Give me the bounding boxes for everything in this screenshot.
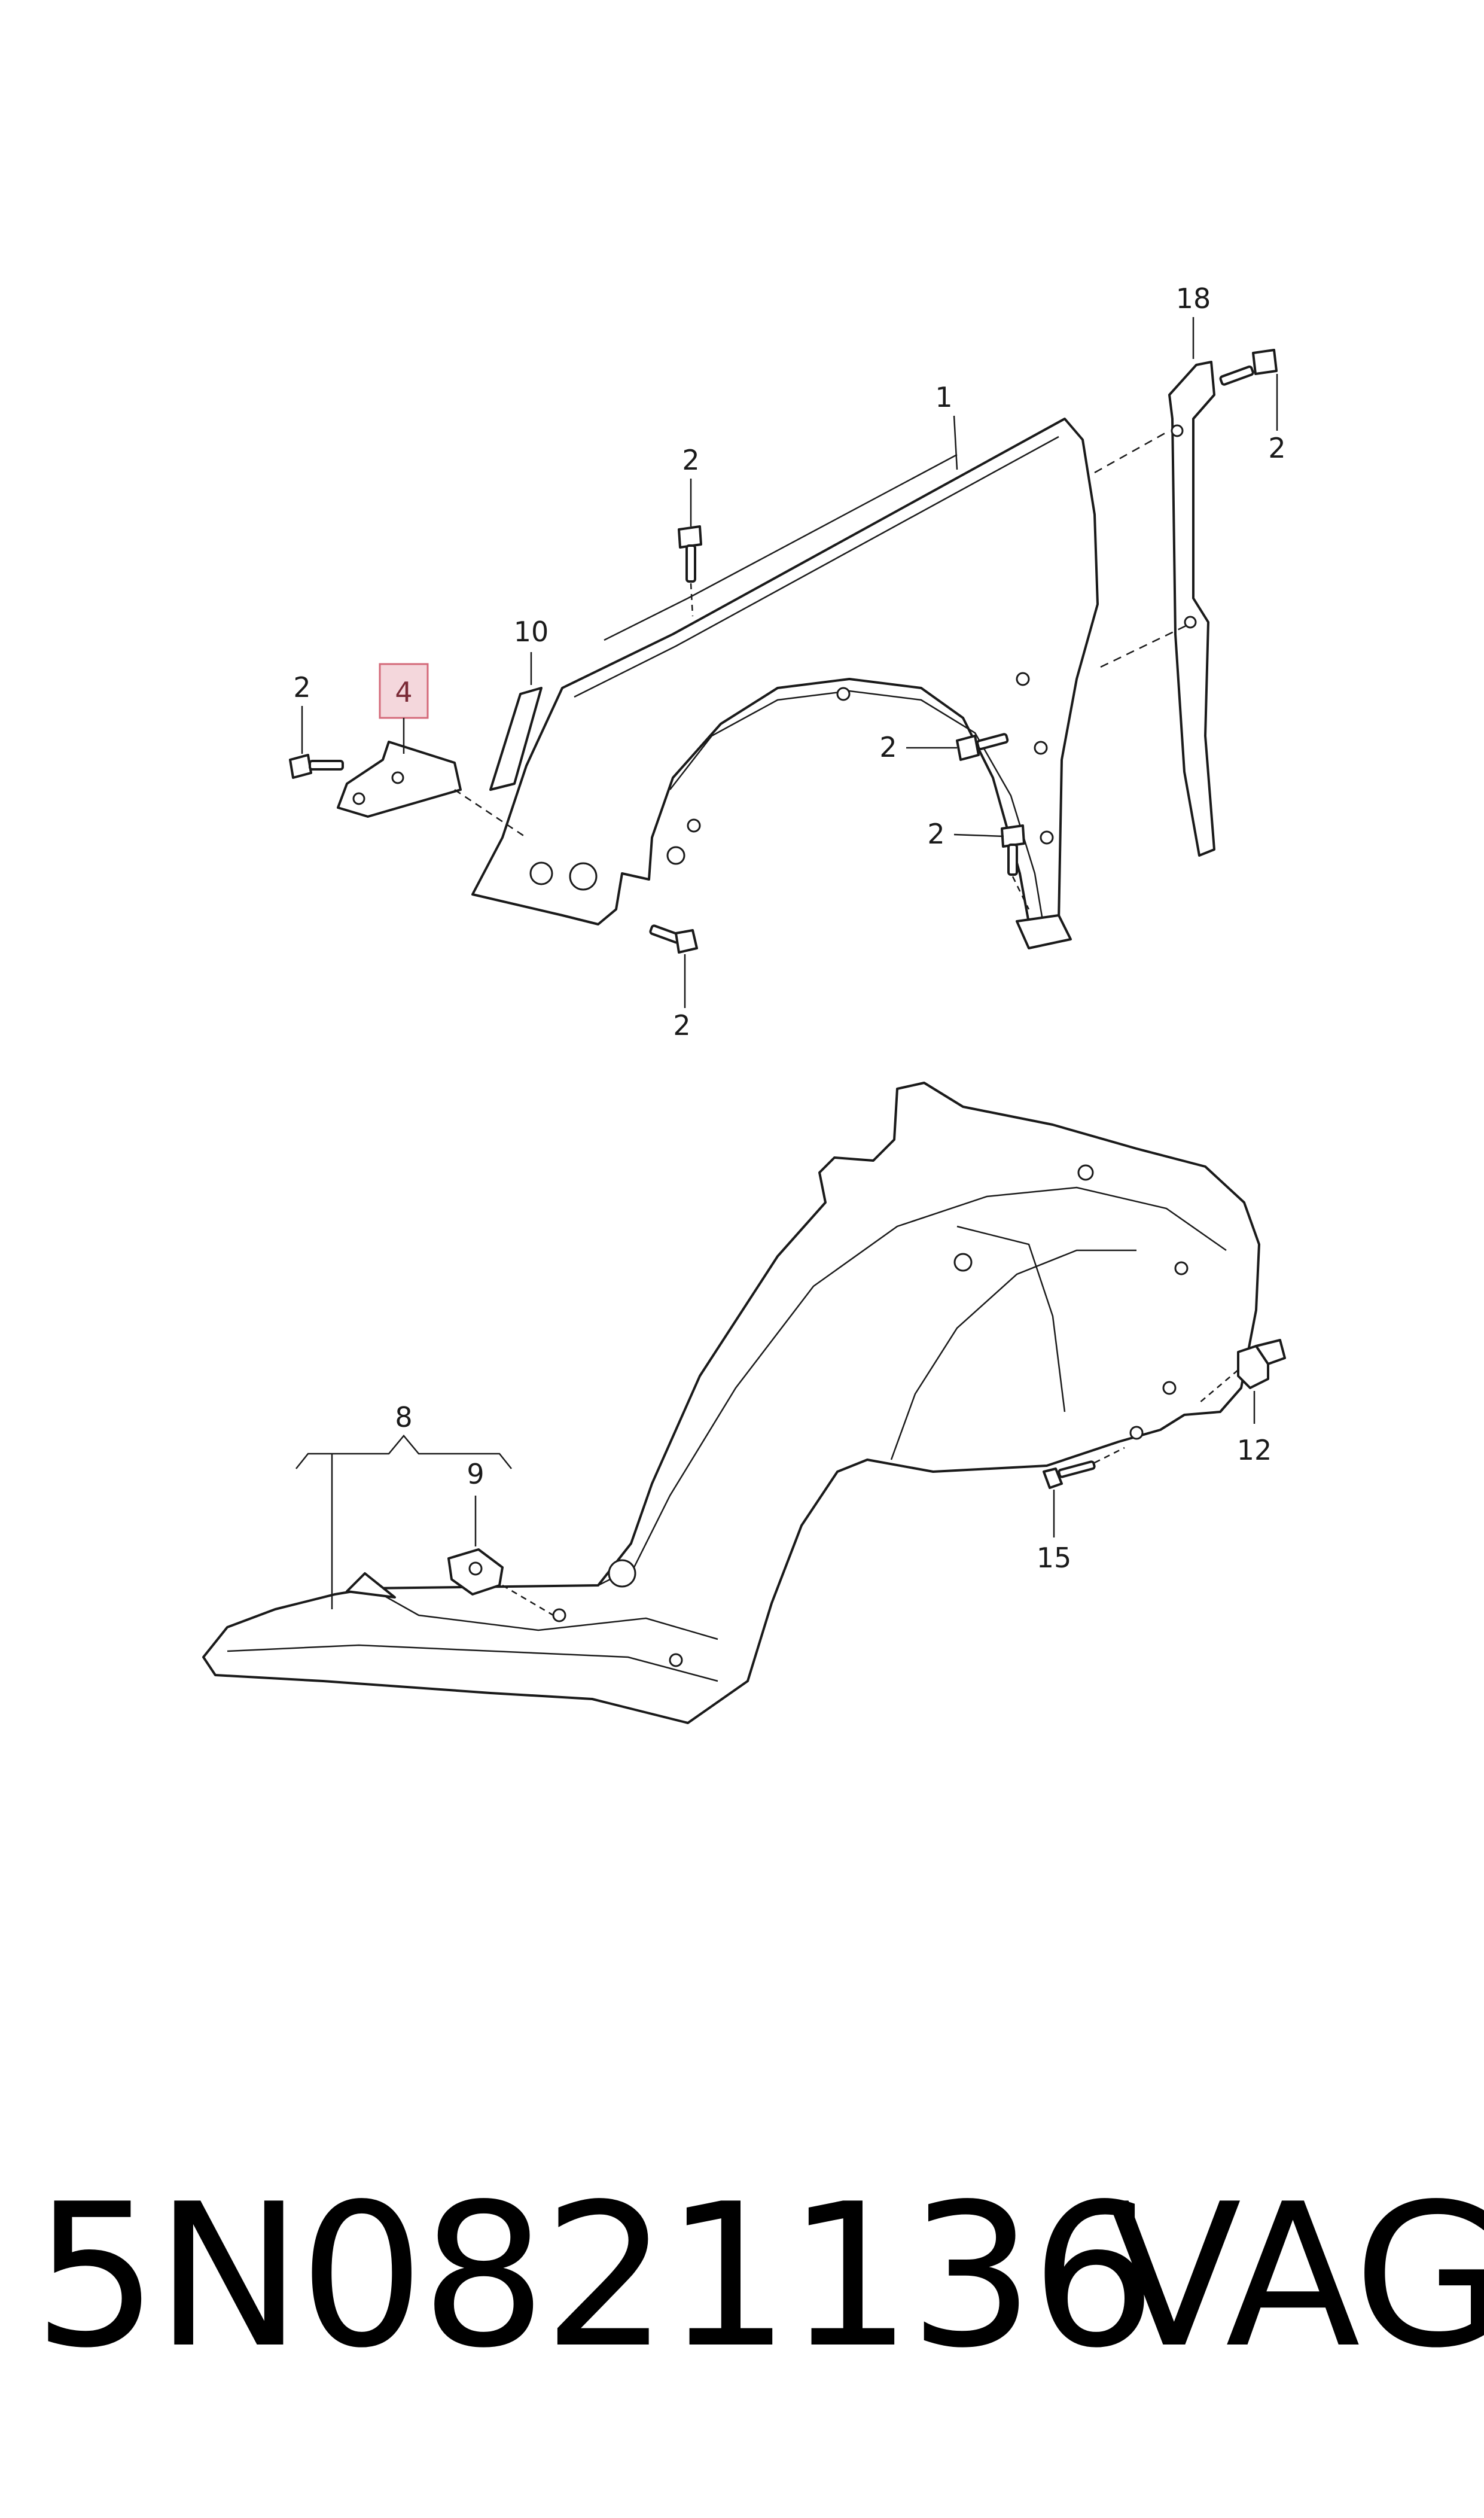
svg-text:2: 2 — [1268, 432, 1285, 464]
svg-text:1: 1 — [935, 381, 952, 413]
svg-text:2: 2 — [293, 671, 310, 704]
callout-18: 18 — [1176, 282, 1211, 359]
svg-text:9: 9 — [467, 1458, 484, 1490]
svg-text:4: 4 — [395, 676, 412, 708]
svg-text:10: 10 — [514, 616, 549, 648]
svg-text:8: 8 — [395, 1401, 412, 1433]
callout-2-left: 2 — [293, 671, 311, 754]
callout-9: 9 — [467, 1458, 484, 1546]
svg-text:2: 2 — [682, 444, 699, 476]
callout-1: 1 — [935, 381, 958, 470]
callout-4-highlighted: 4 — [379, 663, 429, 754]
svg-text:12: 12 — [1237, 1434, 1272, 1466]
bolt-2-strip — [1219, 349, 1278, 386]
bolt-2-left — [289, 754, 344, 779]
svg-text:2: 2 — [879, 731, 897, 763]
wheel-arch-liner — [202, 1082, 1260, 1724]
fender-bracket — [337, 741, 527, 839]
callout-2-right-upper: 2 — [879, 731, 957, 763]
fender-panel — [471, 418, 1099, 949]
callout-2-strip: 2 — [1268, 374, 1286, 464]
callout-15: 15 — [1037, 1490, 1072, 1574]
svg-text:2: 2 — [673, 1009, 690, 1042]
clip-nut — [447, 1548, 554, 1616]
bolt-2-right-lower — [1001, 824, 1030, 910]
callout-4-highlight-box — [379, 663, 429, 719]
part-number: 5N0821136 — [33, 2161, 1157, 2391]
screw-15 — [1043, 1447, 1125, 1489]
callout-2-top: 2 — [682, 444, 700, 526]
parts-diagram: 1 2 2 2 2 2 2 4 10 18 8 9 — [202, 282, 1286, 1724]
bolt-2-right-upper — [956, 733, 1009, 761]
fender-mount-strip — [1094, 361, 1215, 857]
callout-2-right-lower: 2 — [927, 818, 1004, 850]
callout-10: 10 — [514, 616, 549, 685]
svg-text:18: 18 — [1176, 282, 1211, 315]
callout-8: 8 — [295, 1401, 512, 1609]
bolt-2-top — [678, 525, 702, 617]
bolt-2-bottom — [649, 924, 698, 954]
brand-label: VAG — [1107, 2161, 1484, 2391]
fender-seal — [489, 687, 543, 791]
callout-12: 12 — [1237, 1391, 1272, 1466]
svg-text:2: 2 — [927, 818, 944, 850]
callout-2-bottom: 2 — [673, 954, 691, 1042]
expanding-clip-12 — [1199, 1339, 1286, 1403]
svg-text:15: 15 — [1037, 1542, 1072, 1574]
